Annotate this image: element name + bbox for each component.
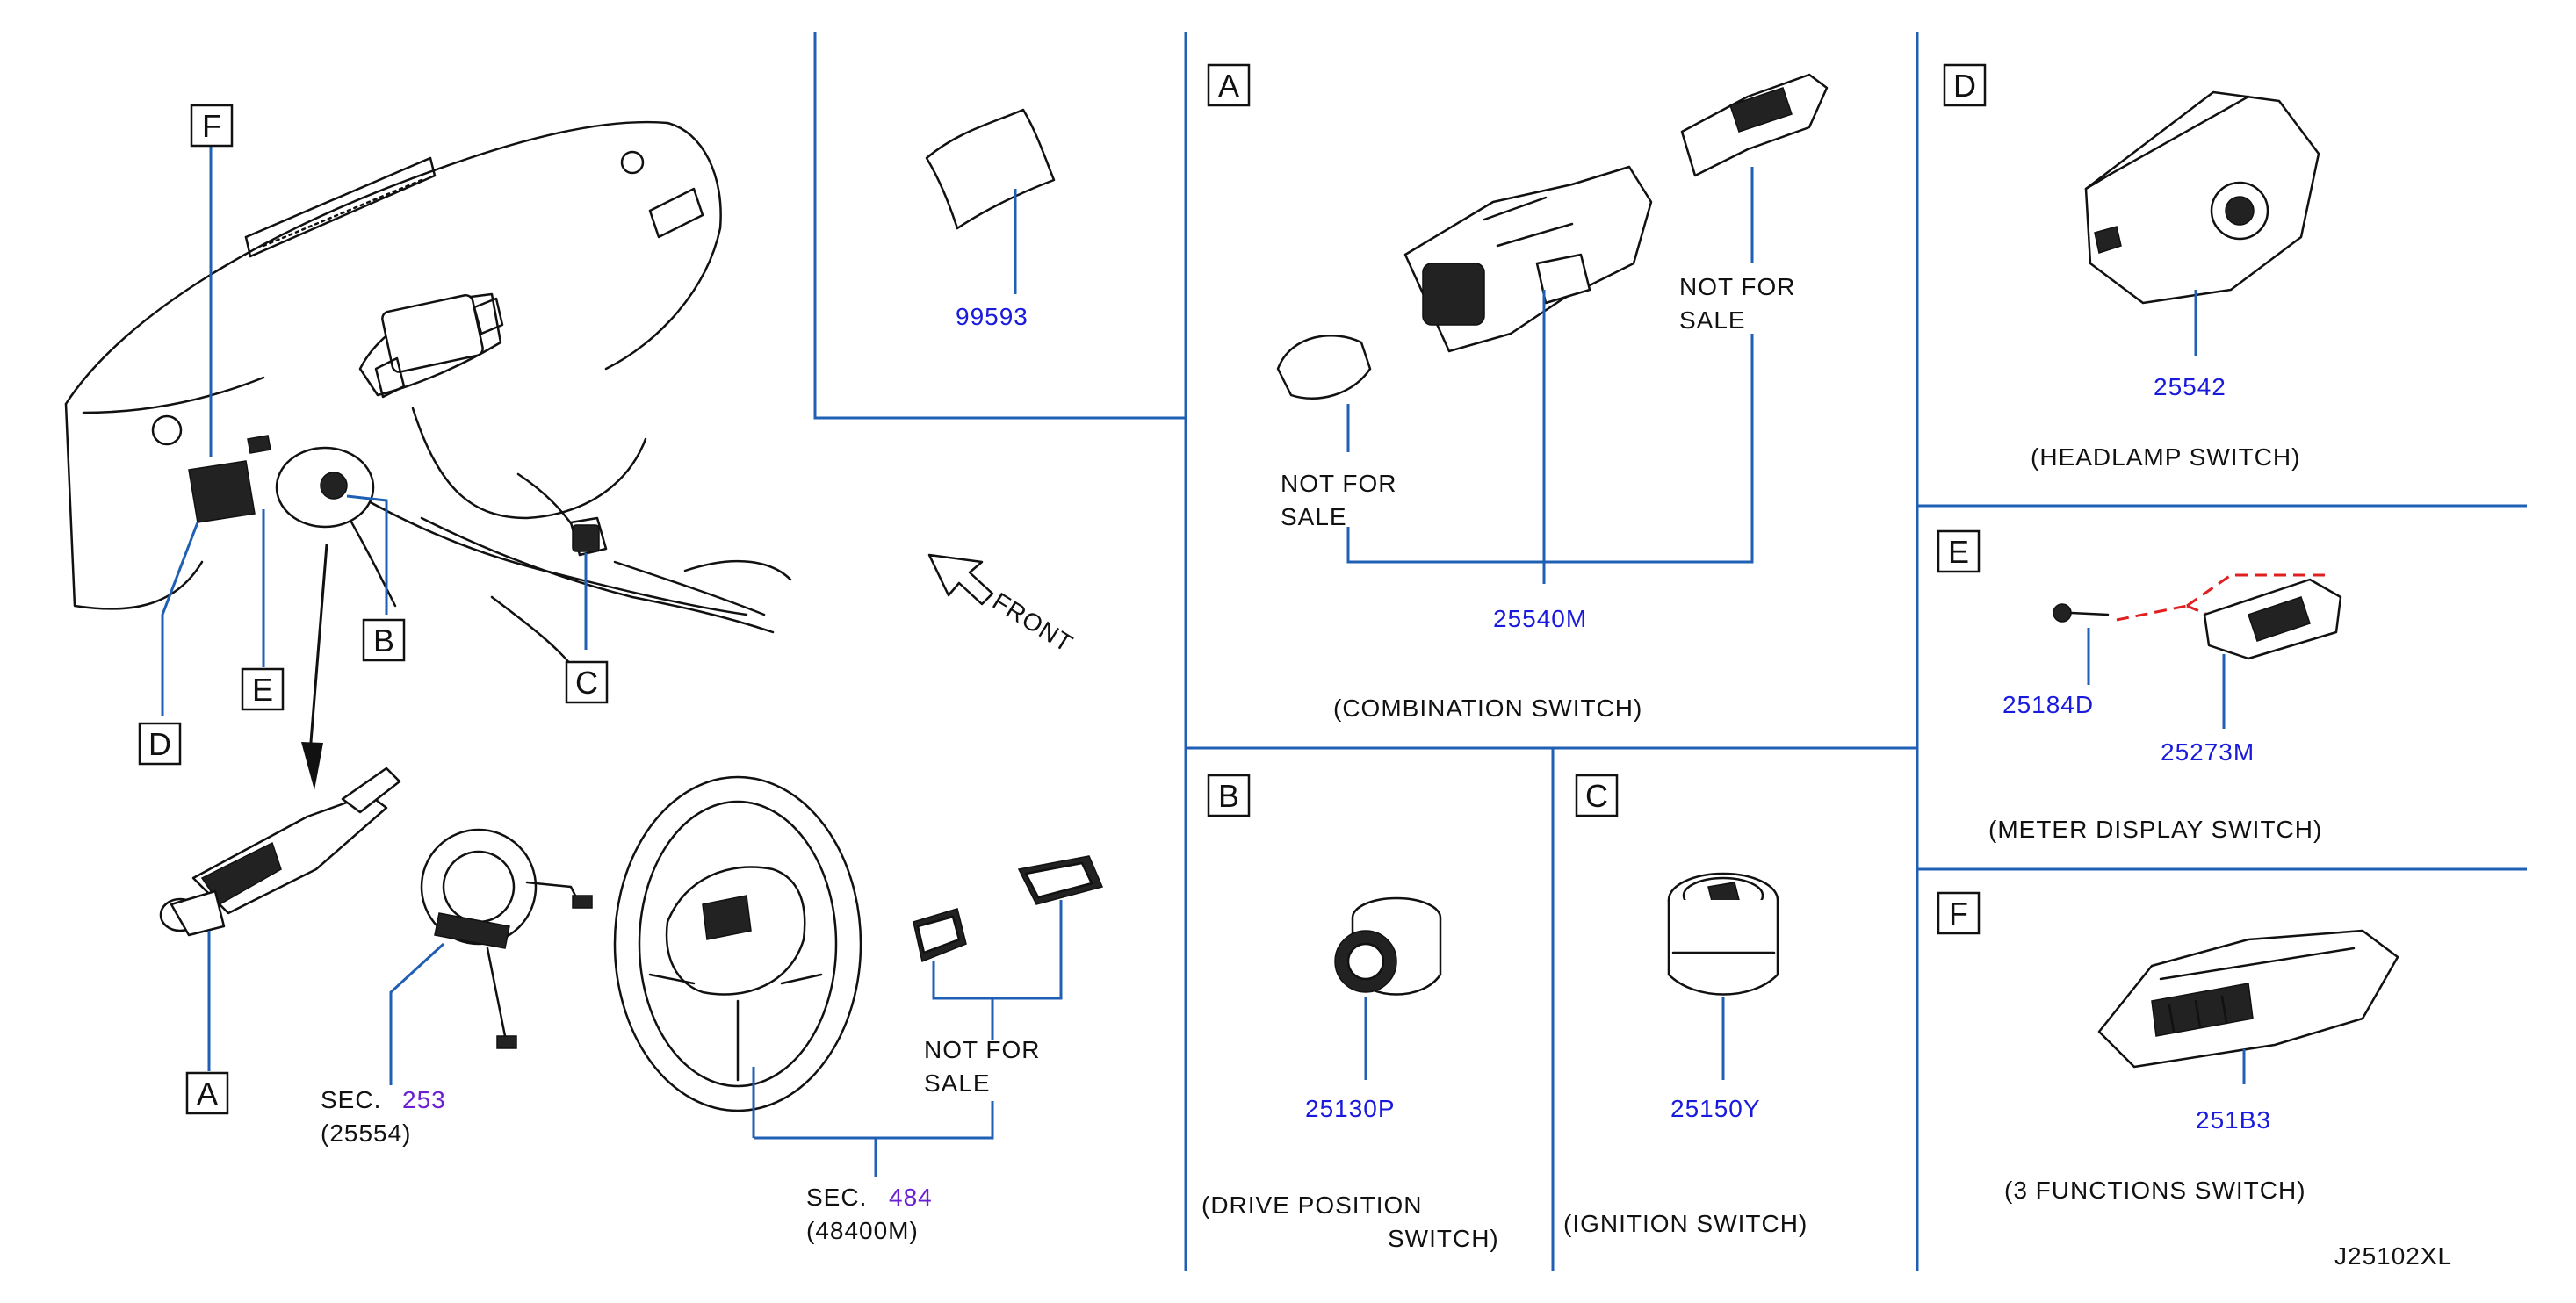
svg-text:F: F <box>1949 896 1968 932</box>
panel-d: D 25542 (HEADLAMP SWITCH) <box>1943 63 2320 471</box>
steering-switches-nfs <box>913 855 1104 1040</box>
svg-text:A: A <box>197 1076 218 1112</box>
callout-a-column: A <box>185 1071 229 1115</box>
svg-text:NOT FOR: NOT FOR <box>1281 470 1396 497</box>
callout-d: D <box>138 722 182 766</box>
callout-f: F <box>190 104 234 148</box>
svg-text:F: F <box>202 108 221 144</box>
svg-text:(48400M): (48400M) <box>806 1217 919 1244</box>
svg-text:251B3: 251B3 <box>2196 1106 2271 1134</box>
svg-text:484: 484 <box>889 1184 933 1211</box>
svg-text:B: B <box>373 623 394 659</box>
callout-e: E <box>241 667 285 711</box>
dash-vent-grille <box>262 178 423 248</box>
svg-text:99593: 99593 <box>956 303 1028 330</box>
diagram-code: J25102XL <box>2334 1242 2452 1270</box>
svg-text:B: B <box>1218 778 1239 814</box>
svg-text:E: E <box>252 672 273 708</box>
svg-text:(DRIVE POSITION: (DRIVE POSITION <box>1201 1191 1422 1219</box>
column-spiral-cable <box>389 828 593 1085</box>
callout-b: B <box>362 618 406 662</box>
svg-text:SEC.: SEC. <box>321 1086 381 1113</box>
svg-text:NOT FOR: NOT FOR <box>1679 273 1795 300</box>
nfs-label-column: NOT FOR SALE <box>754 1036 1040 1177</box>
svg-text:25542: 25542 <box>2154 373 2226 400</box>
svg-text:SALE: SALE <box>1679 306 1746 334</box>
svg-text:E: E <box>1948 534 1969 570</box>
steering-wheel <box>613 775 862 1138</box>
svg-text:FRONT: FRONT <box>988 587 1078 658</box>
part-99593: 99593 <box>925 108 1056 330</box>
svg-text:C: C <box>1585 778 1608 814</box>
sec-484-label: SEC. 484 (48400M) <box>806 1184 933 1244</box>
panel-dividers <box>813 32 2527 1271</box>
svg-text:25130P: 25130P <box>1305 1095 1396 1122</box>
panel-a: A NOT FOR SALE NOT FOR SALE 25540M (COMB… <box>1207 63 1829 722</box>
callout-c: C <box>565 660 609 704</box>
front-arrow: FRONT <box>927 553 1078 658</box>
svg-text:A: A <box>1218 68 1239 104</box>
sec-253-label: SEC. 253 (25554) <box>321 1086 446 1147</box>
svg-text:253: 253 <box>402 1086 446 1113</box>
svg-text:25150Y: 25150Y <box>1670 1095 1761 1122</box>
overview-leaders <box>161 140 588 790</box>
svg-text:(25554): (25554) <box>321 1119 412 1147</box>
svg-text:(HEADLAMP SWITCH): (HEADLAMP SWITCH) <box>2031 443 2300 471</box>
svg-text:25540M: 25540M <box>1493 605 1587 632</box>
svg-text:(COMBINATION SWITCH): (COMBINATION SWITCH) <box>1333 695 1642 722</box>
svg-text:25273M: 25273M <box>2161 738 2255 766</box>
svg-text:NOT FOR: NOT FOR <box>924 1036 1040 1063</box>
dashboard-overview <box>64 120 792 678</box>
panel-c: C 25150Y (IGNITION SWITCH) <box>1563 774 1808 1237</box>
svg-text:25184D: 25184D <box>2002 691 2094 718</box>
svg-text:(3 FUNCTIONS SWITCH): (3 FUNCTIONS SWITCH) <box>2004 1177 2306 1204</box>
svg-text:D: D <box>148 726 171 762</box>
svg-text:(IGNITION SWITCH): (IGNITION SWITCH) <box>1563 1210 1808 1237</box>
svg-text:(METER DISPLAY SWITCH): (METER DISPLAY SWITCH) <box>1988 816 2322 843</box>
panel-f: F 251B3 (3 FUNCTIONS SWITCH) <box>1937 891 2399 1204</box>
svg-text:SALE: SALE <box>924 1069 991 1097</box>
svg-text:SWITCH): SWITCH) <box>1388 1225 1499 1252</box>
svg-text:D: D <box>1953 68 1976 104</box>
column-combination-switch <box>159 767 401 1071</box>
panel-b: B 25130P (DRIVE POSITION SWITCH) <box>1201 774 1499 1252</box>
svg-text:C: C <box>575 665 598 701</box>
svg-text:SALE: SALE <box>1281 503 1347 530</box>
svg-text:SEC.: SEC. <box>806 1184 867 1211</box>
panel-e: E 25184D 25273M (METER DISPLAY SWITCH) <box>1937 529 2342 843</box>
